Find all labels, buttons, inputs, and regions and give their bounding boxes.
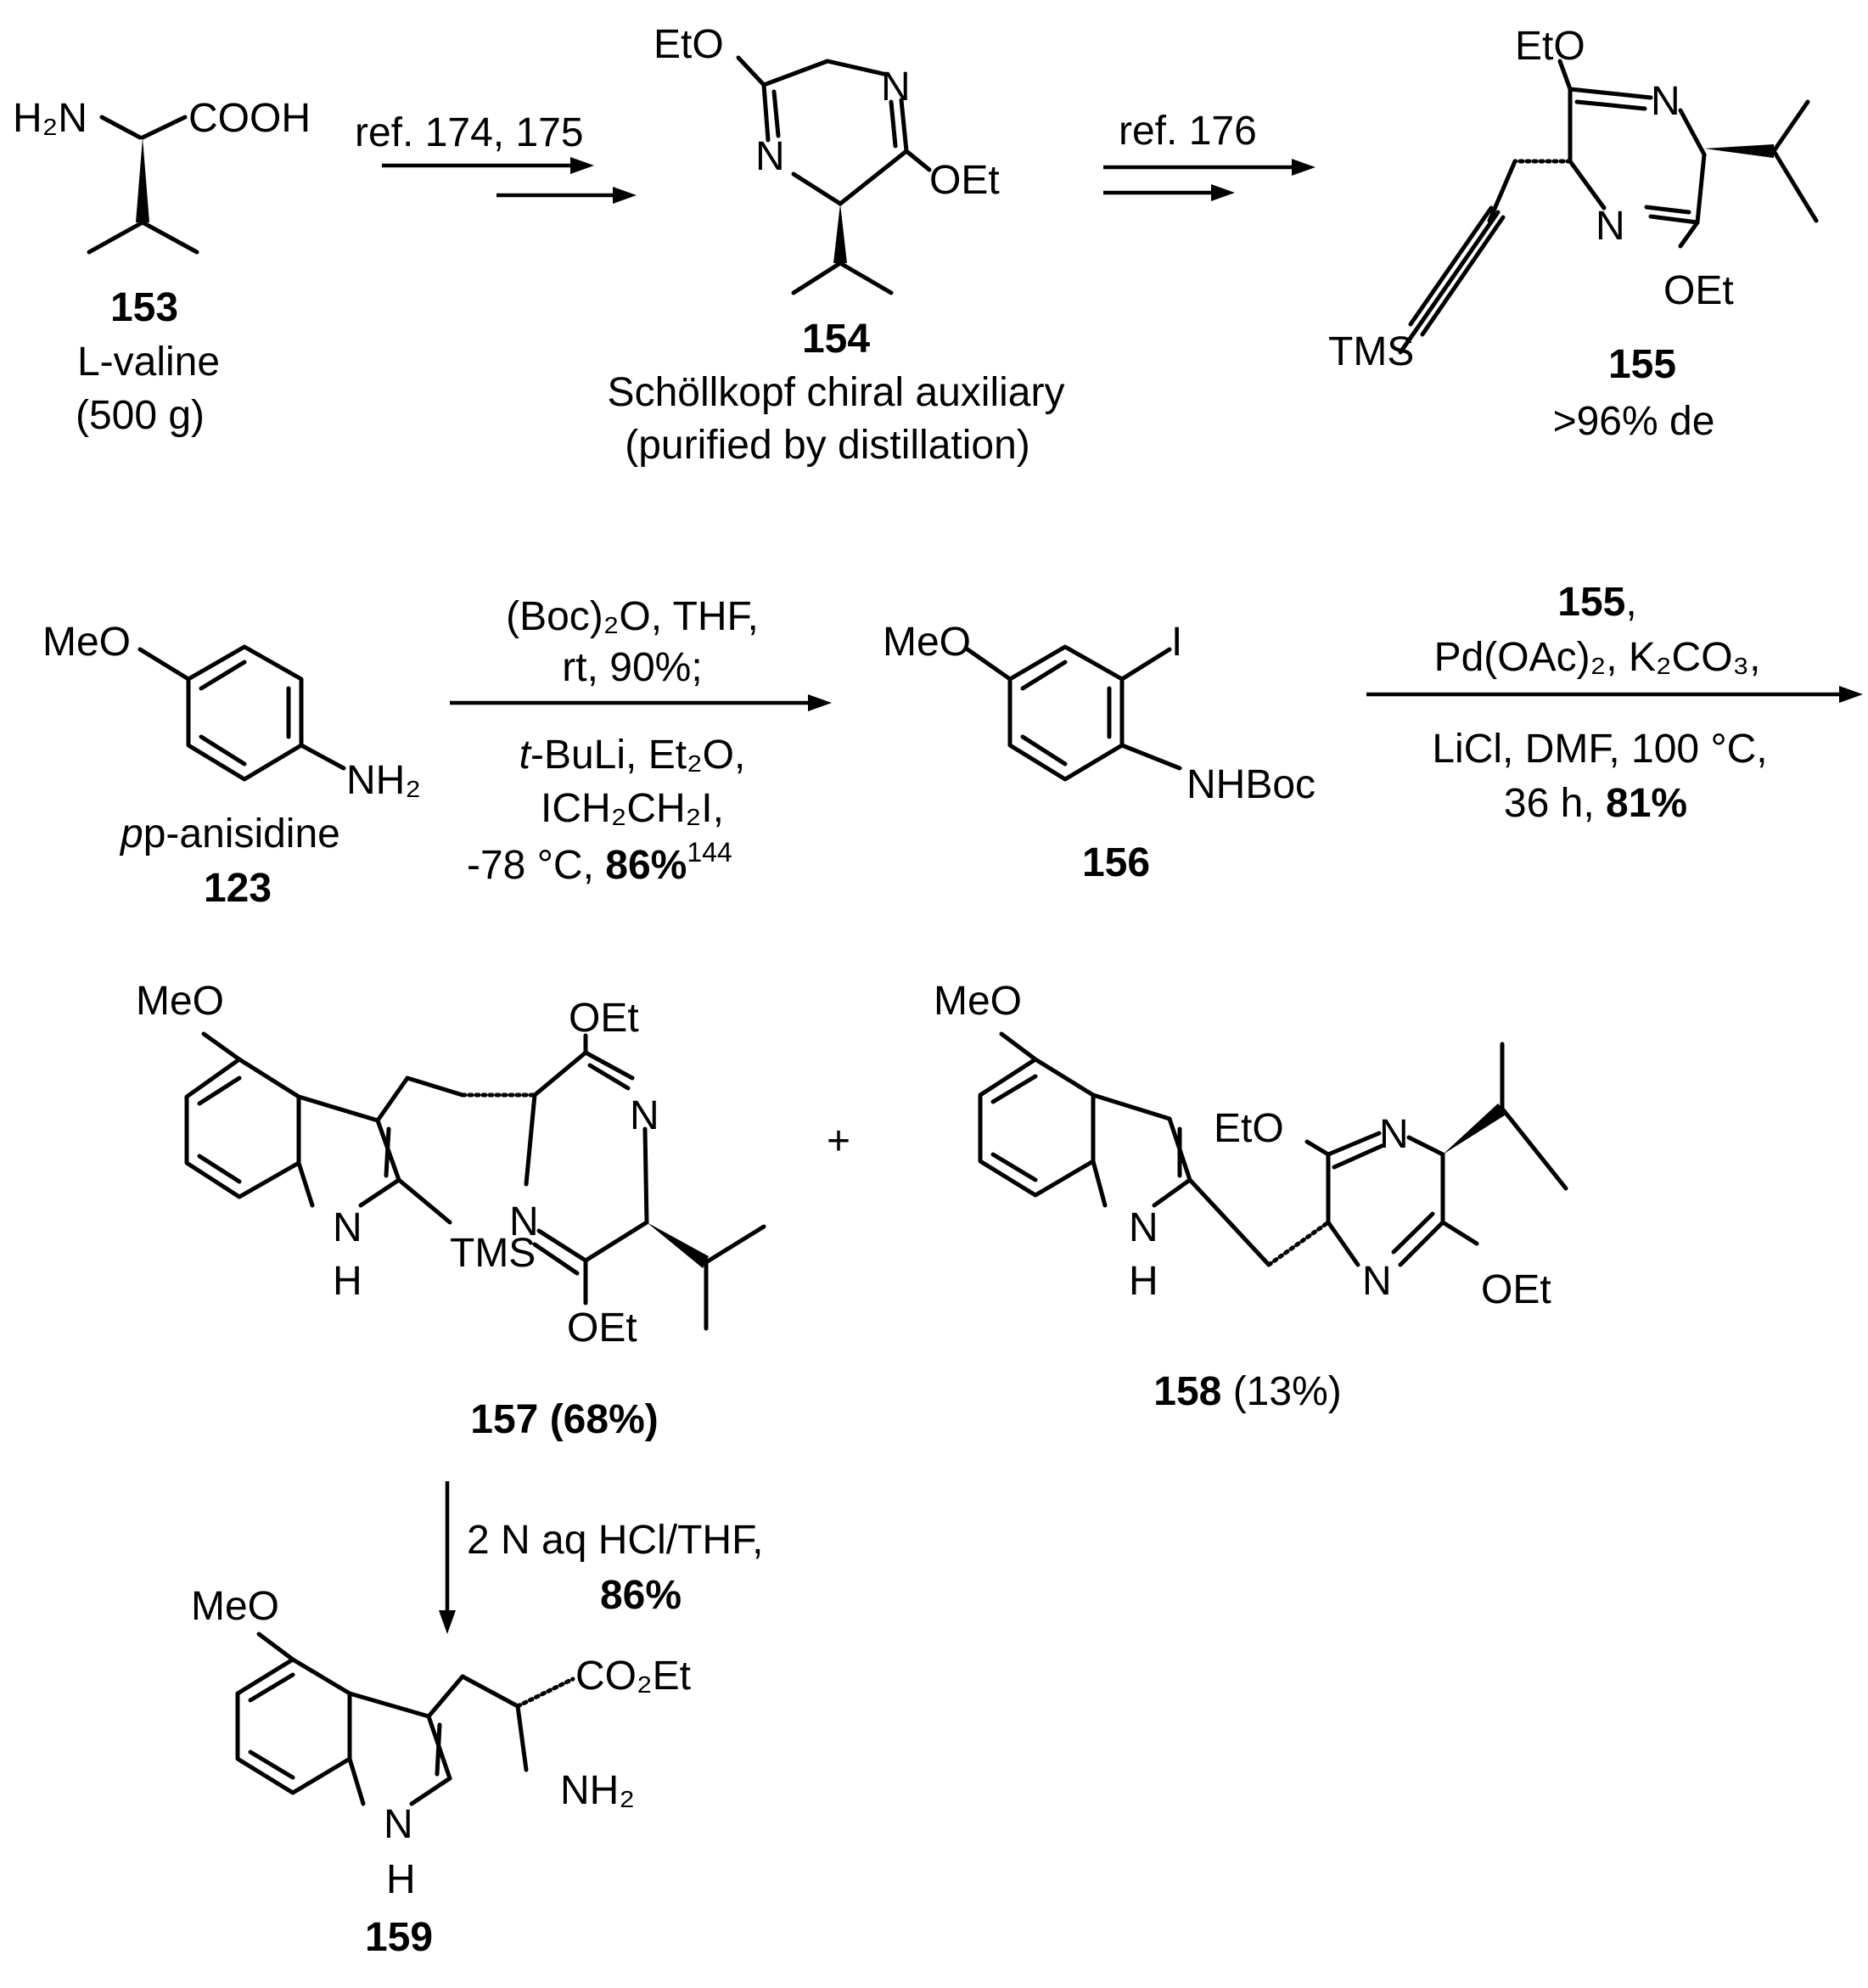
compound-154-note: Schöllkopf chiral auxiliary [608, 370, 1065, 415]
nitrogen-label: N [1362, 1259, 1392, 1304]
iodine-label: I [1171, 620, 1182, 665]
methoxy-label: MeO [883, 620, 971, 665]
ester-label: CO₂Et [575, 1654, 691, 1699]
compound-156-structure [965, 644, 1182, 782]
compound-157-label: 157 (68%) [470, 1397, 658, 1442]
nitrogen-label: N [630, 1093, 659, 1138]
tms-label: TMS [1328, 329, 1414, 374]
compound-157-structure [184, 1031, 766, 1331]
step-4-condition: Pd(OAc)₂, K₂CO₃, [1434, 635, 1761, 680]
compound-155-number: 155 [1608, 342, 1676, 387]
step-5-condition: 2 N aq HCl/THF, [467, 1518, 763, 1563]
ethoxy-label: OEt [569, 996, 639, 1041]
compound-159-structure [235, 1631, 575, 1806]
ethoxy-label: OEt [567, 1306, 637, 1351]
nitrogen-label: N [881, 65, 911, 110]
step-4-condition: 36 h, 81% [1504, 781, 1687, 826]
methoxy-label: MeO [136, 979, 224, 1024]
nitrogen-label: N [509, 1199, 539, 1244]
hydrogen-label: H [386, 1857, 416, 1902]
tms-label: TMS [450, 1231, 536, 1276]
amine-label: NH₂ [346, 758, 421, 803]
compound-123-number: 123 [204, 866, 272, 911]
ethoxy-label: OEt [1481, 1267, 1551, 1312]
compound-123-name: pp-anisidine [119, 811, 340, 856]
compound-159-number: 159 [365, 1915, 433, 1960]
ethoxy-label: OEt [929, 158, 1000, 203]
nitrogen-label: N [755, 134, 785, 179]
step-4-condition: 155, [1557, 580, 1636, 625]
indole-nh-label: N [384, 1802, 413, 1847]
compound-153-amount: (500 g) [76, 393, 205, 438]
methoxy-label: MeO [934, 979, 1022, 1024]
methoxy-label: MeO [42, 620, 131, 665]
compound-153-number: 153 [110, 285, 178, 330]
compound-158-structure [978, 1031, 1568, 1267]
nitrogen-label: N [1379, 1112, 1409, 1157]
nitrogen-label: N [1651, 79, 1680, 124]
step-1-reference: ref. 174, 175 [355, 110, 584, 155]
amine-label: H₂N [13, 96, 87, 141]
step-3-condition: t-BuLi, Et₂O, [519, 733, 746, 778]
compound-155-note: >96% de [1553, 399, 1715, 444]
double-arrow-step-1 [382, 157, 637, 204]
step-3-condition: -78 °C, 86%144 [467, 837, 732, 888]
amine-label: NH₂ [560, 1768, 635, 1813]
hydrogen-label: H [1129, 1259, 1158, 1304]
ethoxy-label: EtO [654, 22, 724, 67]
step-3-condition: ICH₂CH₂I, [541, 786, 724, 831]
compound-158-label: 158 (13%) [1153, 1369, 1341, 1414]
ethoxy-label: EtO [1214, 1106, 1284, 1151]
step-5-condition: 86% [600, 1573, 682, 1618]
step-4-condition: LiCl, DMF, 100 °C, [1432, 727, 1767, 772]
compound-153-structure [87, 115, 199, 255]
carboxyl-label: COOH [188, 96, 311, 141]
compound-153-name: L-valine [77, 340, 220, 385]
step-2-reference: ref. 176 [1119, 109, 1257, 154]
indole-nh-label: N [333, 1205, 362, 1250]
compound-156-number: 156 [1082, 840, 1150, 885]
compound-123-structure [137, 644, 346, 782]
ethoxy-label: OEt [1663, 268, 1734, 313]
indole-nh-label: N [1129, 1205, 1158, 1250]
step-3-condition: (Boc)₂O, THF, [506, 594, 759, 639]
nitrogen-label: N [1596, 204, 1625, 249]
hydrogen-label: H [333, 1259, 362, 1304]
ethoxy-label: EtO [1515, 24, 1585, 69]
compound-155-structure [1398, 59, 1819, 355]
double-arrow-step-2 [1103, 159, 1315, 201]
compound-154-number: 154 [802, 317, 870, 362]
plus-sign: + [827, 1119, 850, 1164]
arrow-step-4 [1366, 686, 1863, 703]
nhboc-label: NHBoc [1186, 762, 1315, 807]
methoxy-label: MeO [191, 1584, 279, 1629]
step-3-condition: rt, 90%; [562, 645, 702, 690]
arrow-step-5 [439, 1481, 456, 1634]
compound-154-note: (purified by distillation) [625, 423, 1030, 468]
compound-154-structure [736, 55, 932, 295]
arrow-step-3 [450, 694, 832, 711]
